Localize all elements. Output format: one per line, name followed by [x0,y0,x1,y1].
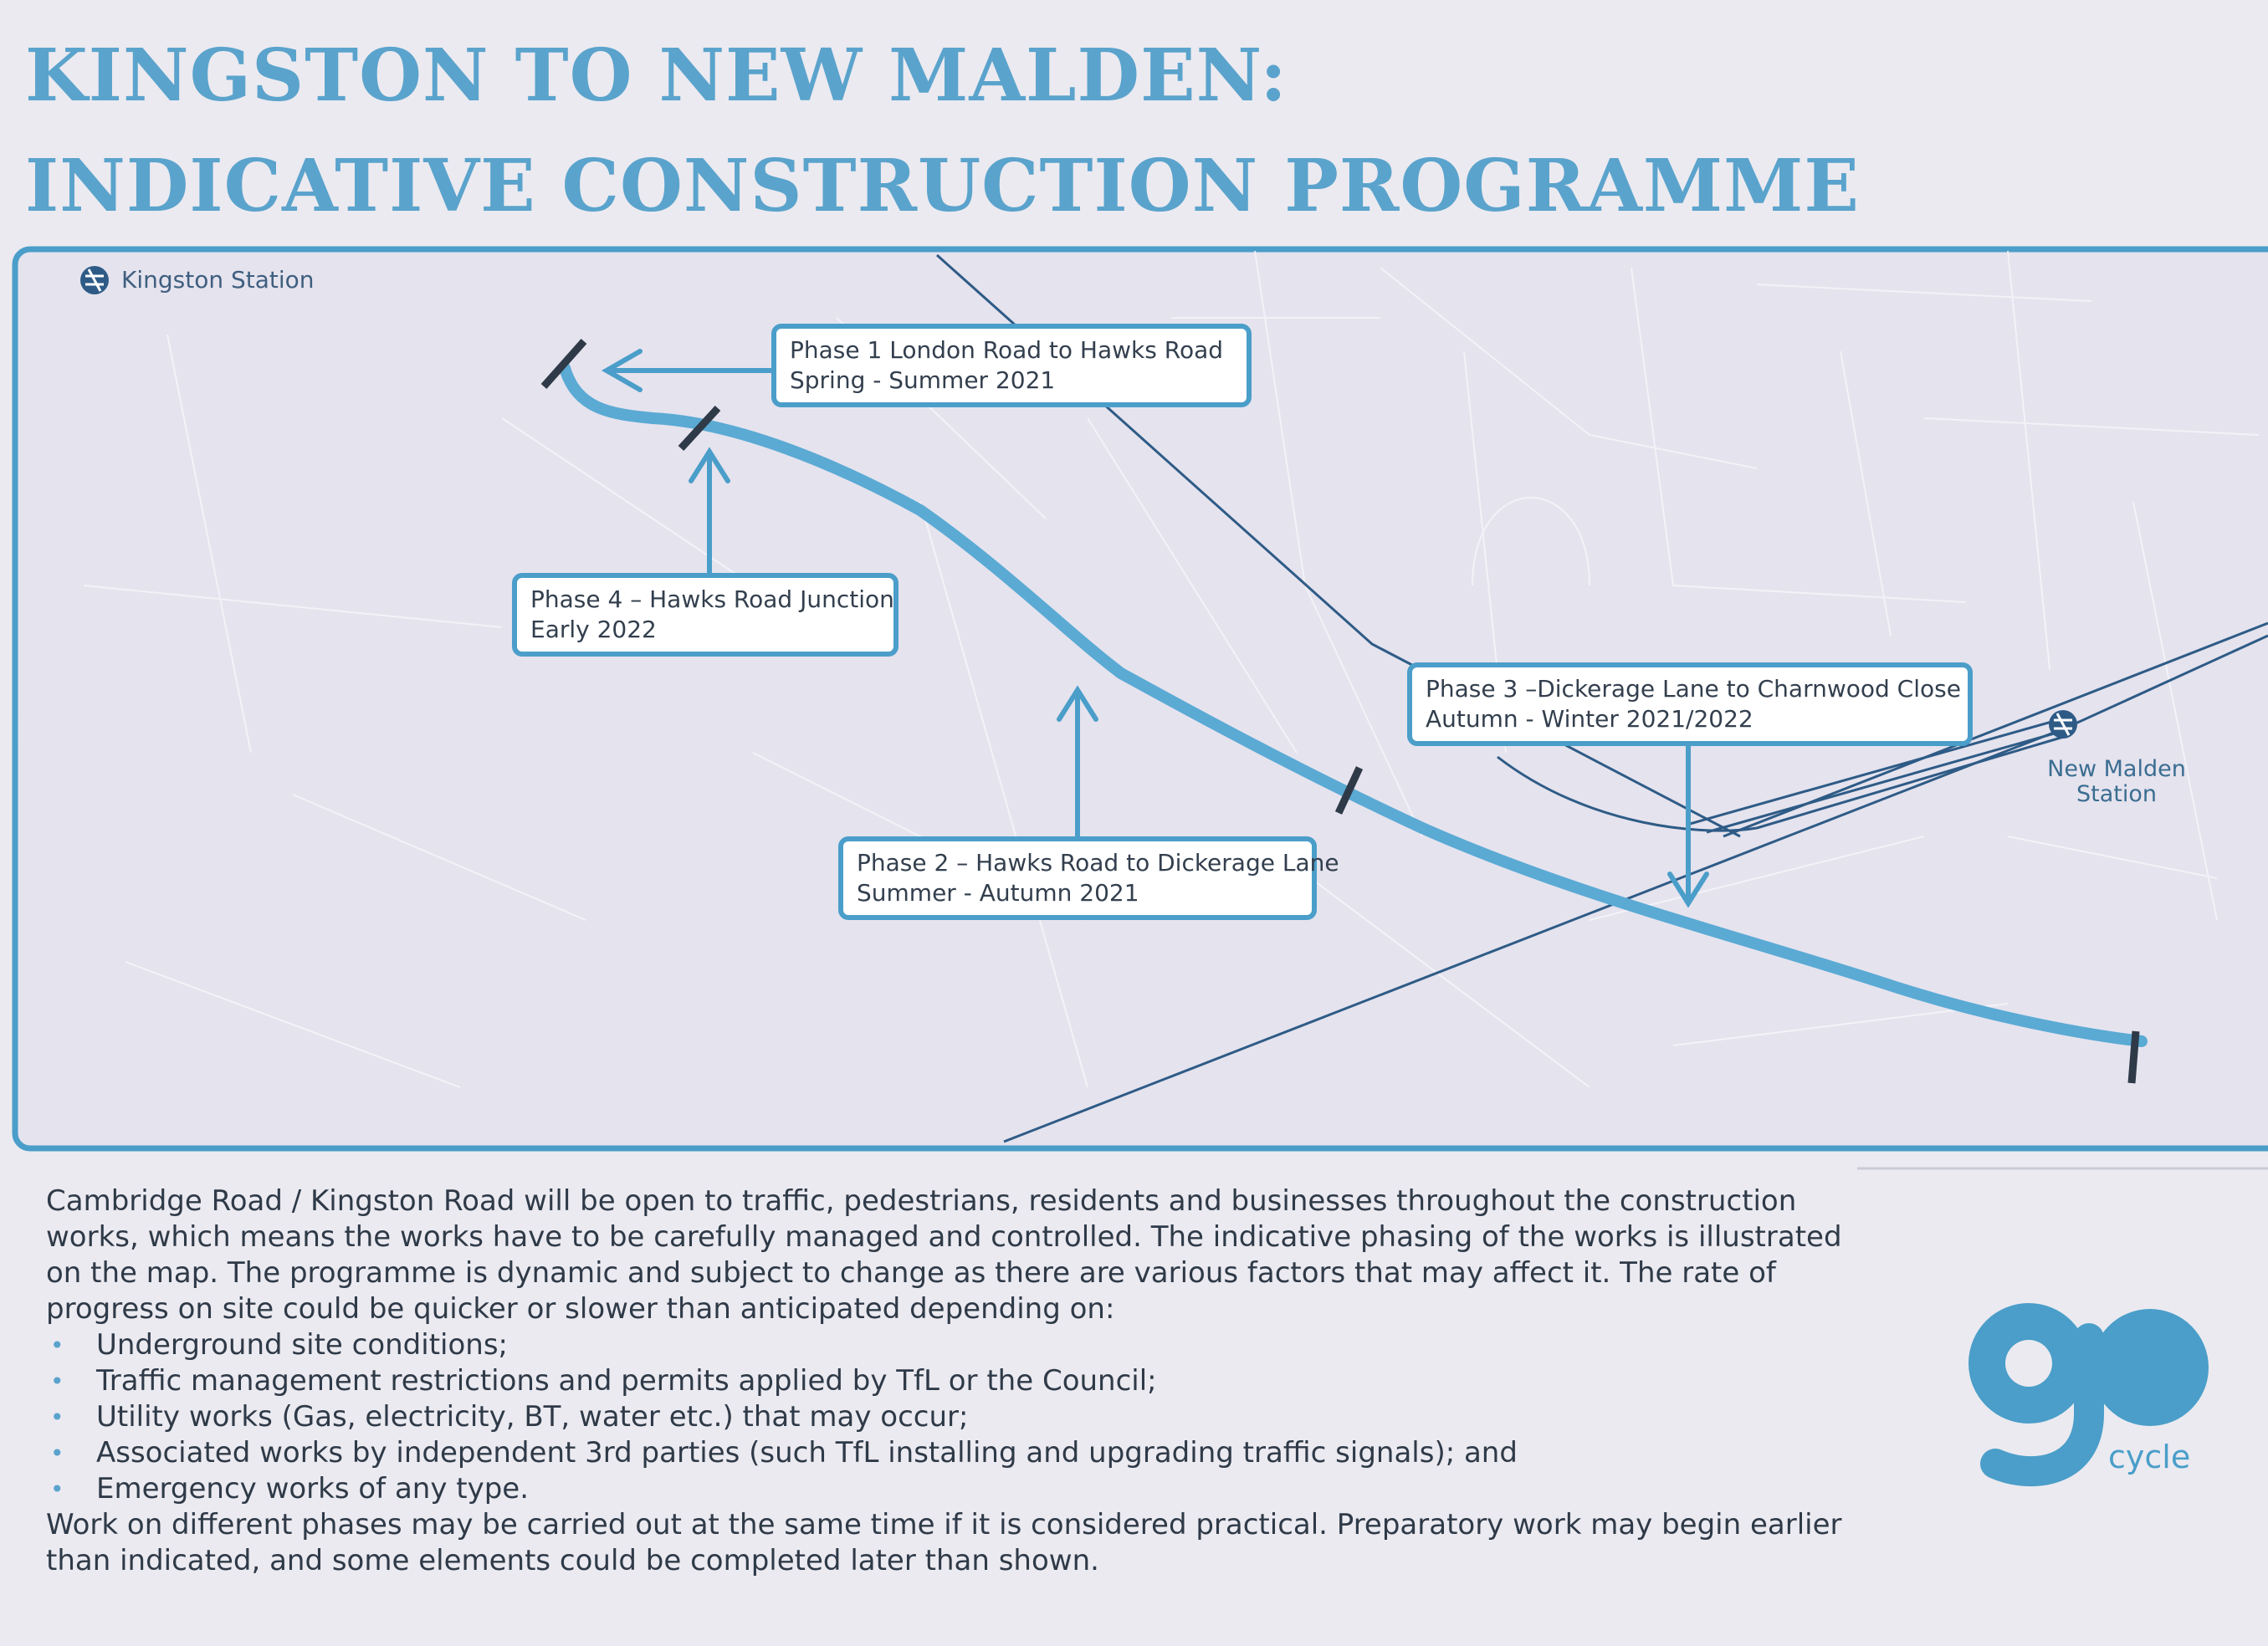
arrow-phase-3 [1667,744,1709,908]
phase-boundary-markers [540,339,2140,1084]
title-line-1: KINGSTON TO NEW MALDEN: [25,33,1288,118]
factor-list: Underground site conditions; Traffic man… [46,1327,1878,1507]
cycle-route-line [559,362,2148,1047]
kingston-station-label: Kingston Station [121,266,315,294]
intro-paragraph: Cambridge Road / Kingston Road will be o… [46,1184,1842,1326]
phase-2-name: Phase 2 – Hawks Road to Dickerage Lane [857,849,1339,877]
phase-marker-dickerage-lane [1334,766,1364,815]
arrow-phase-1 [601,349,776,392]
rail-branch-2 [1706,726,2076,834]
station-icon-new-malden [2049,710,2077,739]
new-malden-label-line2: Station [2076,781,2157,807]
factor-item: Emergency works of any type. [50,1471,1878,1507]
phase-3-name: Phase 3 –Dickerage Lane to Charnwood Clo… [1426,675,1961,703]
phase-3-period: Autumn - Winter 2021/2022 [1426,705,1753,733]
arrow-phase-2 [1057,685,1098,841]
callout-arrows [601,349,1709,908]
closing-paragraph: Work on different phases may be carried … [46,1508,1842,1577]
phase-4-name: Phase 4 – Hawks Road Junction [530,585,894,613]
phase-4-period: Early 2022 [530,616,657,643]
logo-g-counter [2005,1340,2052,1387]
logo-tagline: cycle [2108,1439,2191,1475]
factor-item: Associated works by independent 3rd part… [50,1435,1878,1471]
phase-2-period: Summer - Autumn 2021 [857,879,1139,907]
phase-1-name: Phase 1 London Road to Hawks Road [790,336,1223,364]
factor-item: Traffic management restrictions and perm… [50,1363,1878,1399]
callout-phase-2: Phase 2 – Hawks Road to Dickerage Lane S… [838,836,1339,920]
callout-phase-3: Phase 3 –Dickerage Lane to Charnwood Clo… [1407,662,1973,746]
phase-marker-hawks-road [678,405,721,452]
rail-branch-3 [1723,621,2268,838]
phase-1-period: Spring - Summer 2021 [790,366,1056,394]
title-line-2: INDICATIVE CONSTRUCTION PROGRAMME [25,144,1860,228]
go-cycle-logo [1969,1303,2209,1487]
factor-item: Utility works (Gas, electricity, BT, wat… [50,1399,1878,1435]
factor-item: Underground site conditions; [50,1327,1878,1363]
logo-g-tail [1980,1323,2104,1487]
rail-curve [1497,734,2067,832]
logo-o [2091,1309,2209,1426]
rail-branch-1 [1689,716,2067,826]
new-malden-station-label: New Malden Station [2041,757,2192,807]
construction-notes: Cambridge Road / Kingston Road will be o… [46,1183,1878,1579]
arrow-phase-4 [689,447,730,575]
station-icon-kingston [80,266,109,294]
callout-phase-1: Phase 1 London Road to Hawks Road Spring… [771,324,1252,407]
phase-marker-london-road [540,339,587,389]
new-malden-label-line1: New Malden [2047,756,2186,782]
phase-marker-charnwood-close [2127,1030,2140,1084]
callout-phase-4: Phase 4 – Hawks Road Junction Early 2022 [512,573,898,657]
